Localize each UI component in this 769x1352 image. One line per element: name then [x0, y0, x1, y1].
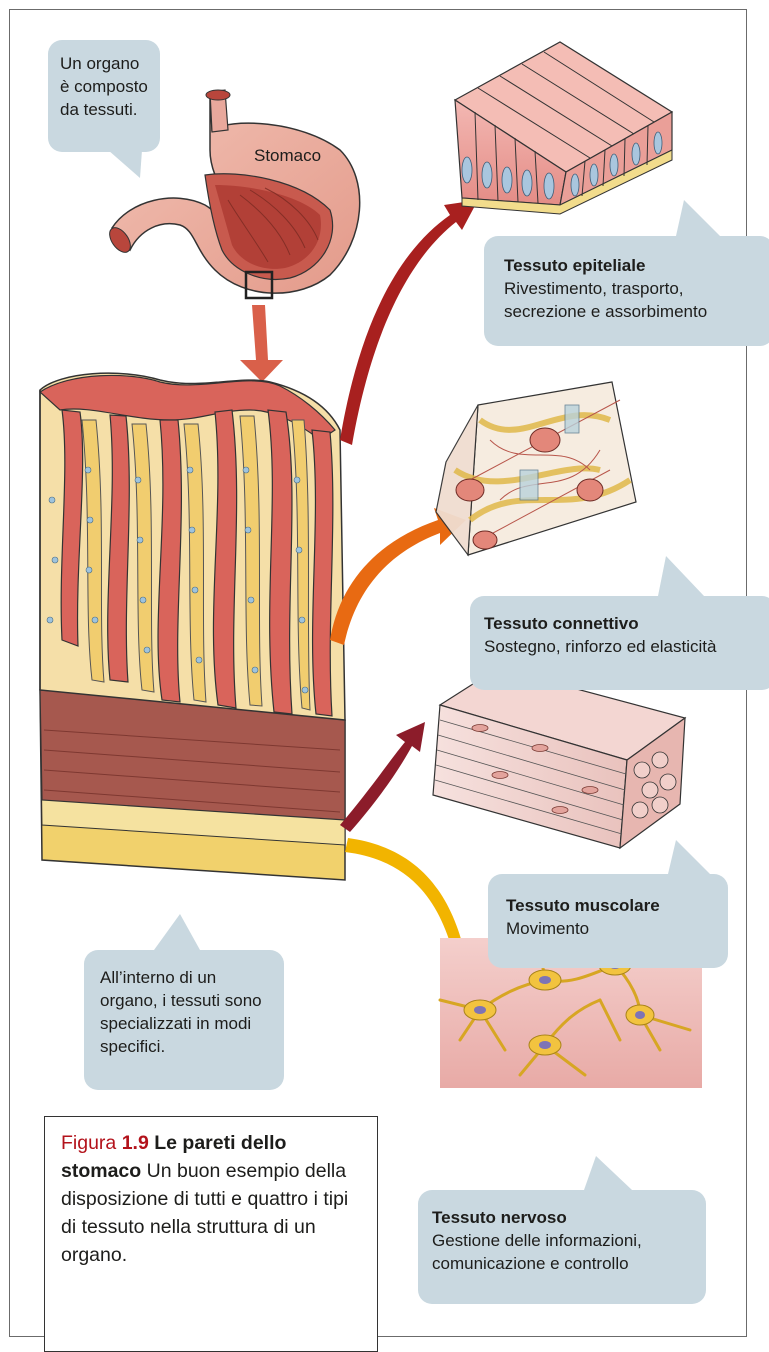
- bubble-tail-nervous: [584, 1156, 632, 1190]
- bubble-connective: Tessuto connettivo Sostegno, rinforzo ed…: [470, 596, 769, 690]
- caption-figure-word: Figura: [61, 1132, 116, 1154]
- bubble-nervous: Tessuto nervoso Gestione delle informazi…: [418, 1190, 706, 1304]
- epithelial-desc: Rivestimento, trasporto, secrezione e as…: [504, 279, 707, 321]
- bubble-epithelial: Tessuto epiteliale Rivestimento, traspor…: [484, 236, 769, 346]
- epithelial-title: Tessuto epiteliale: [504, 254, 760, 277]
- stomach-wall-illustration: [40, 373, 345, 880]
- bubble-tail-muscular: [668, 840, 710, 874]
- bubble-organ-text: Un organo è composto da tessuti.: [60, 54, 148, 119]
- bubble-tail-organ: [108, 150, 142, 178]
- bubble-tail-connective: [658, 556, 704, 596]
- arrow-muscular: [340, 722, 425, 832]
- nervous-title: Tessuto nervoso: [432, 1206, 694, 1229]
- bubble-muscular: Tessuto muscolare Movimento: [488, 874, 728, 968]
- epithelial-tissue-illustration: [455, 42, 672, 214]
- connective-tissue-illustration: [436, 382, 636, 555]
- bubble-organ: Un organo è composto da tessuti.: [48, 40, 160, 152]
- arrow-connective: [330, 508, 466, 645]
- connective-title: Tessuto connettivo: [484, 612, 766, 635]
- bubble-tail-epithelial: [676, 200, 720, 236]
- nervous-desc: Gestione delle informazioni, comunicazio…: [432, 1231, 642, 1273]
- bubble-inside-text: All’interno di un organo, i tessuti sono…: [100, 968, 262, 1056]
- bubble-tail-inside: [154, 914, 200, 950]
- connective-desc: Sostegno, rinforzo ed elasticità: [484, 637, 716, 656]
- bubble-inside: All’interno di un organo, i tessuti sono…: [84, 950, 284, 1090]
- muscular-title: Tessuto muscolare: [506, 894, 714, 917]
- arrow-epithelial: [340, 200, 478, 445]
- zoom-arrow: [240, 305, 283, 382]
- muscular-desc: Movimento: [506, 919, 589, 938]
- stomach-label: Stomaco: [254, 146, 321, 166]
- caption-figure-number: 1.9: [122, 1132, 149, 1154]
- muscular-tissue-illustration: [433, 668, 685, 848]
- figure-caption: Figura 1.9 Le pareti dello stomaco Un bu…: [44, 1116, 378, 1352]
